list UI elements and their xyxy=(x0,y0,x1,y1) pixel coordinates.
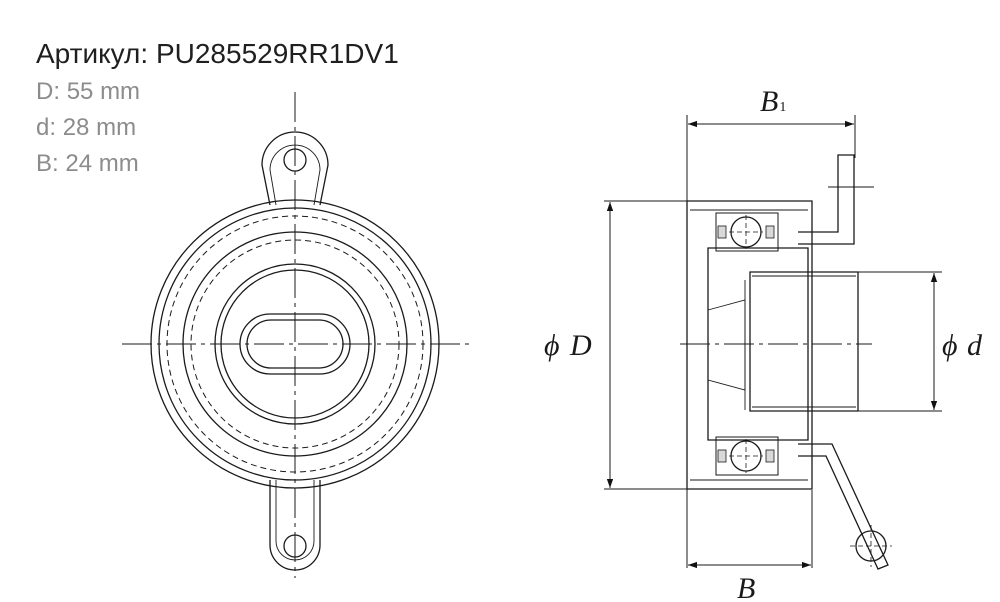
bottom-mounting-hole xyxy=(283,534,307,558)
inner-ring xyxy=(749,271,859,412)
top-bracket-arm xyxy=(798,154,855,245)
article-title: Артикул: PU285529RR1DV1 xyxy=(36,34,399,74)
phi-inner-label: ϕ xyxy=(942,329,958,362)
bottom-mounting-tab xyxy=(269,480,321,571)
outer-diameter-label: D xyxy=(569,329,592,362)
b-label: B xyxy=(737,572,755,602)
b1-label: B1 xyxy=(760,85,786,118)
front-view xyxy=(122,92,470,578)
top-mounting-hole xyxy=(283,148,307,172)
dimension-width: B: 24 mm xyxy=(36,150,139,177)
dimension-outer-diameter: D: 55 mm xyxy=(36,78,141,105)
outer-ring xyxy=(150,199,440,489)
dimension-inner-diameter: d: 28 mm xyxy=(36,114,137,141)
inner-diameter-label: d xyxy=(967,329,983,362)
article-number: PU285529RR1DV1 xyxy=(155,38,399,69)
inner-body xyxy=(707,247,809,441)
phi-outer-label: ϕ xyxy=(544,329,560,362)
top-mounting-tab xyxy=(261,131,329,206)
eccentric-slot xyxy=(239,313,351,375)
bottom-bracket-arm xyxy=(798,443,889,570)
article-label: Артикул: xyxy=(36,38,149,69)
section-view xyxy=(604,115,942,570)
outer-housing xyxy=(686,200,813,490)
spec-panel: Артикул: PU285529RR1DV1 D: 55 mm d: 28 m… xyxy=(36,34,399,182)
